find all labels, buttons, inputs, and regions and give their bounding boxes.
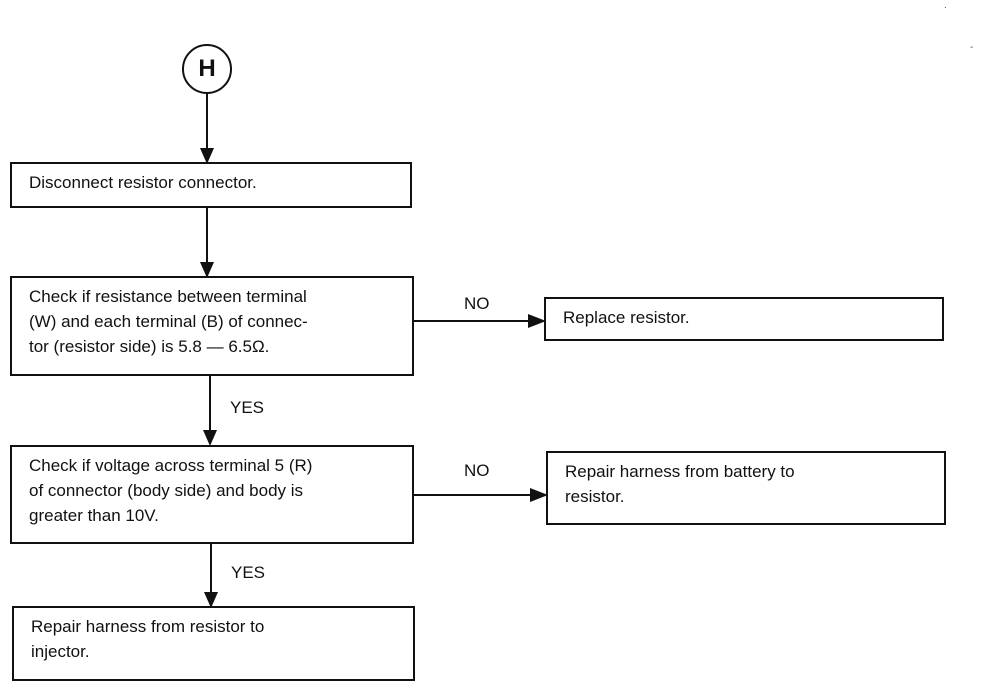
decision-check-voltage: Check if voltage across terminal 5 (R) o… <box>10 445 414 544</box>
step-replace-resistor: Replace resistor. <box>544 297 944 341</box>
arrowhead-1 <box>200 148 214 164</box>
decision-check-resistance: Check if resistance between terminal (W)… <box>10 276 414 376</box>
step-repair-resistor-to-injector: Repair harness from resistor to injector… <box>12 606 415 681</box>
arrowhead-3 <box>528 314 546 328</box>
step-repair-battery-to-resistor: Repair harness from battery to resistor. <box>546 451 946 525</box>
arrowhead-2 <box>200 262 214 278</box>
start-connector-h: H <box>182 44 232 94</box>
arrowhead-5 <box>530 488 548 502</box>
label-no-resistance: NO <box>464 294 490 313</box>
scan-mark: . <box>944 0 947 11</box>
arrowhead-4 <box>203 430 217 446</box>
scan-mark: - <box>970 42 974 53</box>
step-disconnect-resistor: Disconnect resistor connector. <box>10 162 412 208</box>
label-yes-resistance: YES <box>230 398 265 417</box>
connector-label: H <box>198 55 216 82</box>
label-yes-voltage: YES <box>231 563 266 582</box>
arrowhead-6 <box>204 592 218 608</box>
label-no-voltage: NO <box>464 461 490 480</box>
